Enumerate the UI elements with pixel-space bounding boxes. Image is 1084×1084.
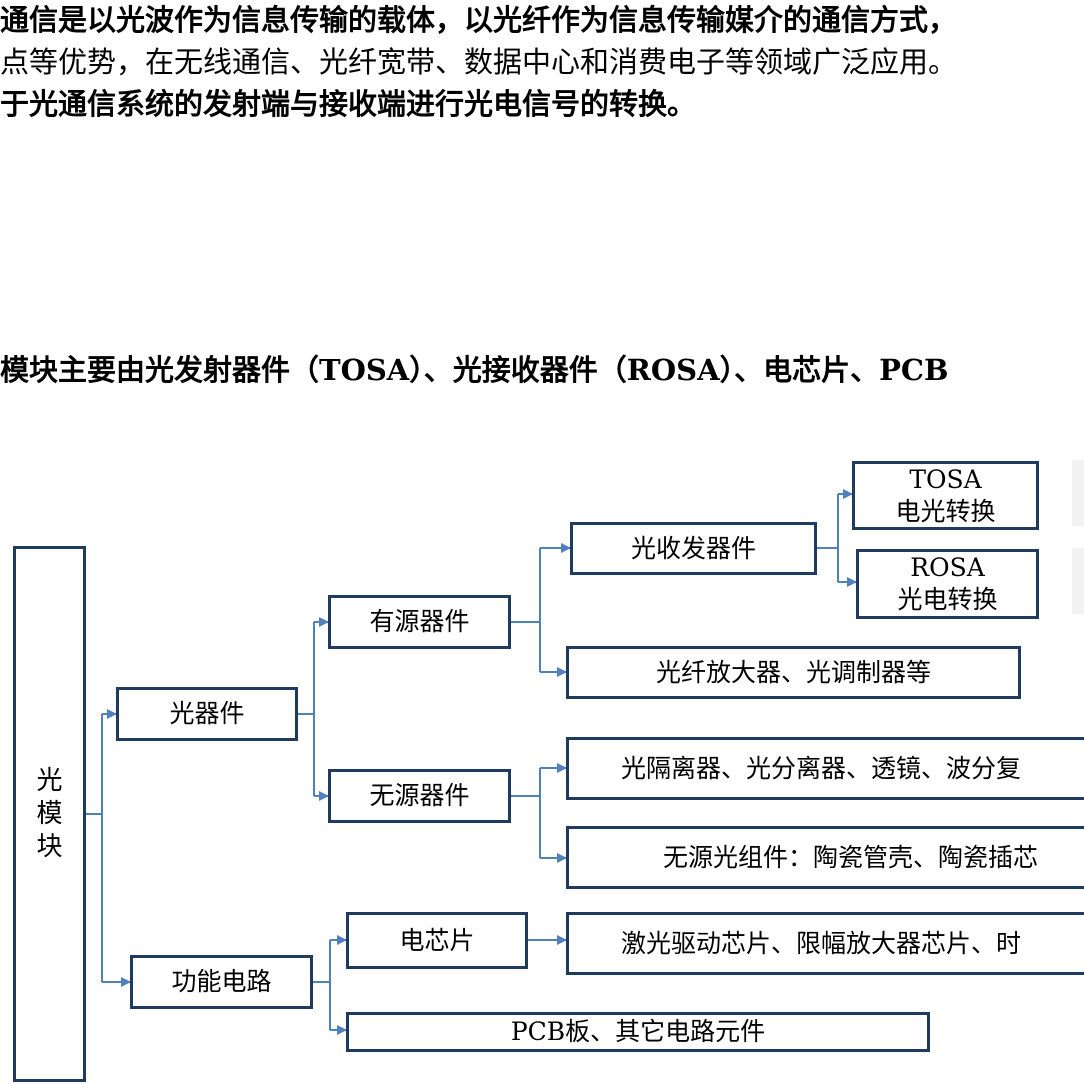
functional-circuit-box: 功能电路 <box>130 955 313 1009</box>
chip-box: 电芯片 <box>346 912 528 969</box>
module-composition-paragraph: 模块主要由光发射器件（TOSA）、光接收器件（ROSA）、电芯片、PCB <box>0 345 1084 395</box>
chip-list-label: 激光驱动芯片、限幅放大器芯片、时 <box>621 928 1022 958</box>
passive-list-label: 光隔离器、光分离器、透镜、波分复 <box>621 753 1022 783</box>
edge-shade-1 <box>1072 460 1084 526</box>
active-devices-box: 有源器件 <box>328 595 511 649</box>
intro-line-1: 通信是以光波作为信息传输的载体，以光纤作为信息传输媒介的通信方式， <box>0 3 958 37</box>
transceiver-label: 光收发器件 <box>630 533 756 563</box>
active-devices-label: 有源器件 <box>369 607 470 636</box>
root-char-1: 光 <box>36 765 63 796</box>
rosa-desc: 光电转换 <box>897 585 998 614</box>
intro-paragraph: 通信是以光波作为信息传输的载体，以光纤作为信息传输媒介的通信方式， 点等优势，在… <box>0 0 1084 130</box>
optical-devices-box: 光器件 <box>116 687 298 741</box>
intro-line-3: 于光通信系统的发射端与接收端进行光电信号的转换。 <box>0 87 697 121</box>
root-optical-module-box: 光 模 块 <box>13 546 86 1082</box>
passive-components-box: 无源光组件：陶瓷管壳、陶瓷插芯 <box>566 826 1084 889</box>
edge-shade-2 <box>1072 548 1084 614</box>
passive-devices-box: 无源器件 <box>328 769 511 823</box>
tosa-desc: 电光转换 <box>895 496 996 526</box>
optical-devices-label: 光器件 <box>169 699 245 728</box>
chip-list-box: 激光驱动芯片、限幅放大器芯片、时 <box>566 912 1084 975</box>
passive-devices-label: 无源器件 <box>369 781 470 810</box>
passive-components-label: 无源光组件：陶瓷管壳、陶瓷插芯 <box>663 842 1039 872</box>
root-char-2: 模 <box>36 798 63 829</box>
intro-line-2: 点等优势，在无线通信、光纤宽带、数据中心和消费电子等领域广泛应用。 <box>0 45 958 79</box>
composition-line-1: 模块主要由光发射器件（TOSA）、光接收器件（ROSA）、电芯片、PCB <box>0 353 949 387</box>
rosa-box: ROSA 光电转换 <box>856 549 1039 619</box>
passive-list-box: 光隔离器、光分离器、透镜、波分复 <box>566 737 1084 800</box>
rosa-title: ROSA <box>910 553 985 582</box>
pcb-label: PCB板、其它电路元件 <box>510 1017 766 1046</box>
amplifier-modulator-label: 光纤放大器、光调制器等 <box>655 657 931 687</box>
transceiver-box: 光收发器件 <box>570 522 817 575</box>
chip-label: 电芯片 <box>399 925 475 955</box>
tosa-title: TOSA <box>909 464 982 494</box>
root-char-3: 块 <box>36 831 63 862</box>
functional-circuit-label: 功能电路 <box>171 967 272 996</box>
tosa-box: TOSA 电光转换 <box>852 461 1039 530</box>
pcb-box: PCB板、其它电路元件 <box>346 1012 930 1052</box>
amplifier-modulator-box: 光纤放大器、光调制器等 <box>566 646 1021 699</box>
